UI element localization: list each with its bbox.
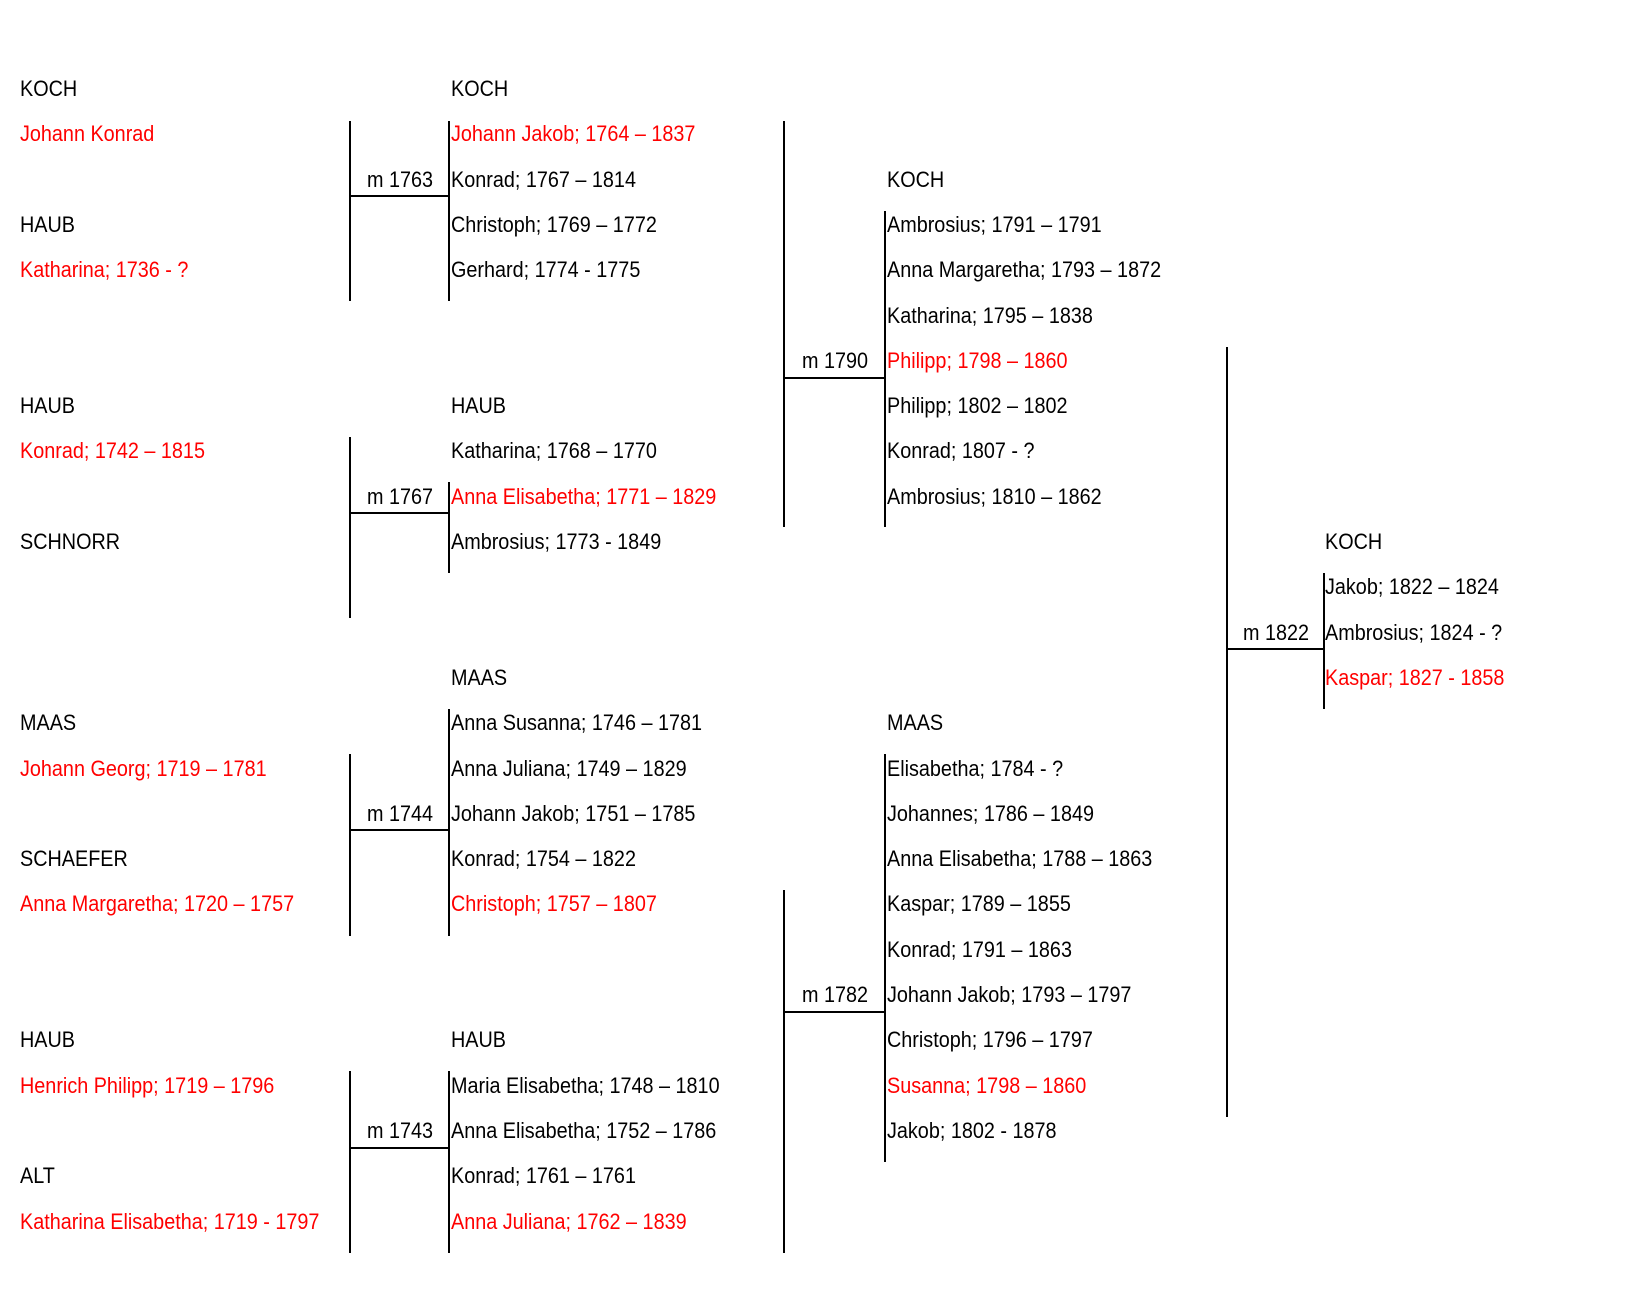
person-entry: Christoph; 1796 – 1797 <box>887 1027 1093 1052</box>
marriage-label: m 1790 <box>802 348 869 373</box>
marriage-connector-line <box>1226 648 1325 650</box>
person-entry: Gerhard; 1774 - 1775 <box>451 257 641 282</box>
person-entry: Anna Elisabetha; 1752 – 1786 <box>451 1118 717 1143</box>
person-entry: Anna Elisabetha; 1771 – 1829 <box>451 484 717 509</box>
person-entry: Katharina; 1768 – 1770 <box>451 438 657 463</box>
family-surname: MAAS <box>20 710 77 735</box>
couple-bracket-line <box>783 121 785 527</box>
family-surname: MAAS <box>887 710 944 735</box>
marriage-label: m 1822 <box>1243 620 1310 645</box>
person-entry: Henrich Philipp; 1719 – 1796 <box>20 1073 275 1098</box>
person-entry: Johann Jakob; 1793 – 1797 <box>887 982 1132 1007</box>
marriage-connector-line <box>783 377 886 379</box>
person-entry: Katharina; 1736 - ? <box>20 257 189 282</box>
children-bracket-line <box>448 482 450 573</box>
person-entry: Philipp; 1798 – 1860 <box>887 348 1068 373</box>
children-bracket-line <box>884 211 886 527</box>
family-surname: HAUB <box>451 1027 507 1052</box>
children-bracket-line <box>448 1071 450 1253</box>
children-bracket-line <box>448 709 450 936</box>
person-entry: Maria Elisabetha; 1748 – 1810 <box>451 1073 720 1098</box>
family-surname: HAUB <box>20 393 76 418</box>
person-entry: Anna Margaretha; 1720 – 1757 <box>20 891 295 916</box>
person-entry: Anna Juliana; 1762 – 1839 <box>451 1209 687 1234</box>
marriage-label: m 1763 <box>367 167 434 192</box>
person-entry: Kaspar; 1827 - 1858 <box>1325 665 1505 690</box>
marriage-connector-line <box>783 1011 886 1013</box>
person-entry: SCHAEFER <box>20 846 128 871</box>
person-entry: Konrad; 1742 – 1815 <box>20 438 205 463</box>
person-entry: Konrad; 1761 – 1761 <box>451 1163 636 1188</box>
couple-bracket-line <box>349 754 351 936</box>
marriage-label: m 1743 <box>367 1118 434 1143</box>
children-bracket-line <box>884 754 886 1162</box>
person-entry: Katharina Elisabetha; 1719 - 1797 <box>20 1209 320 1234</box>
person-entry: SCHNORR <box>20 529 121 554</box>
marriage-connector-line <box>349 829 450 831</box>
family-surname: KOCH <box>1325 529 1383 554</box>
person-entry: Christoph; 1769 – 1772 <box>451 212 657 237</box>
person-entry: Philipp; 1802 – 1802 <box>887 393 1068 418</box>
person-entry: Elisabetha; 1784 - ? <box>887 756 1064 781</box>
couple-bracket-line <box>783 890 785 1253</box>
person-entry: Anna Susanna; 1746 – 1781 <box>451 710 703 735</box>
marriage-connector-line <box>349 512 450 514</box>
family-surname: MAAS <box>451 665 508 690</box>
marriage-connector-line <box>349 195 450 197</box>
person-entry: Johannes; 1786 – 1849 <box>887 801 1094 826</box>
person-entry: Susanna; 1798 – 1860 <box>887 1073 1087 1098</box>
person-entry: Ambrosius; 1791 – 1791 <box>887 212 1102 237</box>
marriage-label: m 1767 <box>367 484 434 509</box>
person-entry: Konrad; 1754 – 1822 <box>451 846 636 871</box>
family-surname: KOCH <box>451 76 509 101</box>
marriage-connector-line <box>349 1147 450 1149</box>
person-entry: Ambrosius; 1773 - 1849 <box>451 529 662 554</box>
family-surname: KOCH <box>20 76 78 101</box>
family-surname: HAUB <box>451 393 507 418</box>
person-entry: Johann Georg; 1719 – 1781 <box>20 756 267 781</box>
person-entry: Christoph; 1757 – 1807 <box>451 891 657 916</box>
couple-bracket-line <box>1226 347 1228 1117</box>
family-surname: HAUB <box>20 1027 76 1052</box>
person-entry: Katharina; 1795 – 1838 <box>887 303 1093 328</box>
person-entry: Jakob; 1822 – 1824 <box>1325 574 1499 599</box>
marriage-label: m 1782 <box>802 982 869 1007</box>
person-entry: HAUB <box>20 212 76 237</box>
person-entry: Anna Juliana; 1749 – 1829 <box>451 756 687 781</box>
person-entry: Ambrosius; 1824 - ? <box>1325 620 1503 645</box>
person-entry: Anna Margaretha; 1793 – 1872 <box>887 257 1162 282</box>
children-bracket-line <box>448 121 450 301</box>
person-entry: Anna Elisabetha; 1788 – 1863 <box>887 846 1153 871</box>
person-entry: Kaspar; 1789 – 1855 <box>887 891 1071 916</box>
person-entry: Johann Jakob; 1751 – 1785 <box>451 801 696 826</box>
person-entry: Johann Jakob; 1764 – 1837 <box>451 121 696 146</box>
person-entry: Jakob; 1802 - 1878 <box>887 1118 1057 1143</box>
family-surname: KOCH <box>887 167 945 192</box>
person-entry: Konrad; 1767 – 1814 <box>451 167 636 192</box>
children-bracket-line <box>1323 573 1325 709</box>
person-entry: ALT <box>20 1163 55 1188</box>
person-entry: Konrad; 1807 - ? <box>887 438 1035 463</box>
couple-bracket-line <box>349 437 351 618</box>
person-entry: Johann Konrad <box>20 121 155 146</box>
person-entry: Ambrosius; 1810 – 1862 <box>887 484 1102 509</box>
person-entry: Konrad; 1791 – 1863 <box>887 937 1072 962</box>
marriage-label: m 1744 <box>367 801 434 826</box>
couple-bracket-line <box>349 121 351 301</box>
couple-bracket-line <box>349 1071 351 1253</box>
